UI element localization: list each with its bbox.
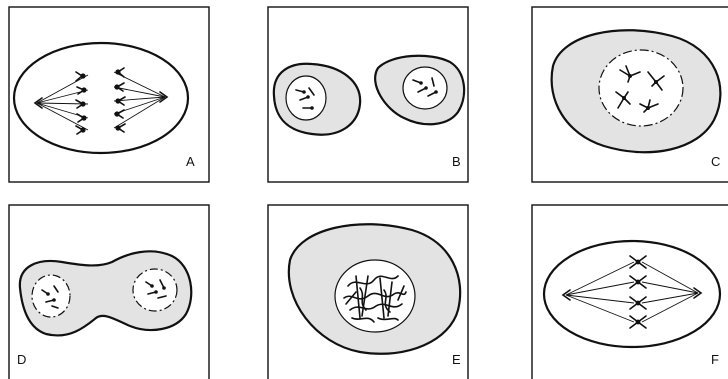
panel-e: E <box>267 204 469 379</box>
panel-f-spindle <box>561 261 703 323</box>
panel-d-label: D <box>17 352 26 367</box>
panel-b: B <box>267 6 469 183</box>
panel-c-label: C <box>711 154 720 169</box>
panel-f: F <box>531 204 728 379</box>
panel-b-chromosomes-left <box>295 87 315 110</box>
panel-a-cell <box>12 41 190 155</box>
panel-a-chromatids <box>75 67 126 135</box>
panel-d: D <box>8 204 210 379</box>
panel-e-label: E <box>452 352 461 367</box>
panel-b-chromosomes-right <box>412 77 438 97</box>
panel-c-chromosomes <box>615 65 665 113</box>
panel-e-chromatin <box>343 275 407 323</box>
panel-c-nucleus <box>598 49 684 127</box>
panel-a-label: A <box>186 154 195 169</box>
panel-f-label: F <box>711 352 719 367</box>
panel-d-nucleus-left <box>31 274 71 318</box>
panel-d-nucleus-right <box>132 268 178 312</box>
panel-f-cell <box>542 239 722 349</box>
panel-d-chromosomes <box>41 279 167 309</box>
panel-c: C <box>531 6 728 183</box>
panel-f-chromosomes <box>629 255 647 329</box>
panel-b-label: B <box>452 154 461 169</box>
panel-a: A <box>8 6 210 183</box>
